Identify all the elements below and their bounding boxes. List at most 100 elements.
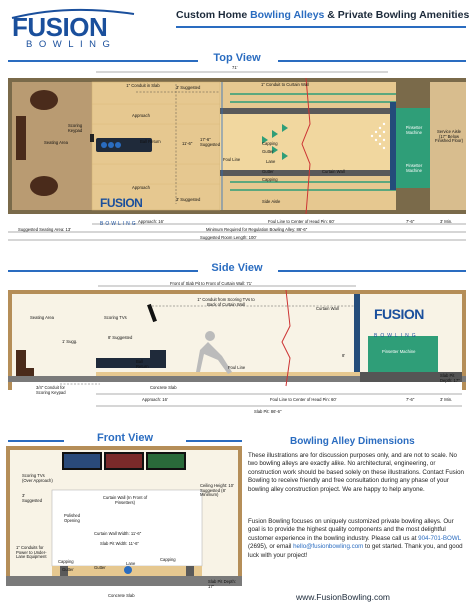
- title-highlight: Bowling Alleys: [250, 9, 325, 21]
- tv-capping: Capping: [262, 141, 278, 146]
- tv-dim-pin: 7'-6": [406, 219, 415, 224]
- tv-approach: Approach: [132, 113, 150, 118]
- logo: FUSION BOWLING: [8, 6, 138, 50]
- tv-dim-room: Suggested Room Length: 100': [200, 235, 257, 240]
- sv-dim-slab-pit: Slab Pit: 86'-6": [254, 409, 282, 414]
- top-view-rule-left: [8, 60, 198, 62]
- fv-slab-pit-depth: Slab Pit Depth: 17": [208, 579, 236, 589]
- tv-width-right: 17'-6" Suggested: [200, 137, 221, 147]
- sv-conduit-brain: 1" Conduit from Scoring TVs to Back of C…: [197, 297, 255, 307]
- tv-foul-line: Foul Line: [223, 157, 241, 162]
- side-view-title: Side View: [211, 262, 263, 274]
- tv-conduit-slab: 1" Conduit in Slab: [126, 83, 160, 88]
- tv-width-left: 11'-6": [182, 141, 193, 146]
- fv-ceiling-height: Ceiling Height: 10' Suggested (8' Minimu…: [200, 483, 234, 498]
- tv-dim-approach: Approach: 16': [138, 219, 164, 224]
- tv-conduit-curtain: 1" Conduit to Curtain Wall: [261, 82, 309, 87]
- title-part2: & Private Bowling Amenities: [324, 9, 470, 21]
- tv-capping2: Capping: [262, 177, 278, 182]
- email-link[interactable]: hello@fusionbowling.com: [293, 543, 364, 551]
- tv-logo-sub: BOWLING: [100, 221, 138, 227]
- sv-dim-min3: 3' Min.: [440, 397, 453, 402]
- phone-link[interactable]: 904-701-BOWL: [418, 534, 461, 542]
- page-title: Custom Home Bowling Alleys & Private Bow…: [176, 9, 469, 21]
- sv-ball-return: Ball Return: [136, 359, 149, 369]
- front-view-drawing: [6, 446, 242, 586]
- fv-slab-pit-width: Slab Pit Width: 11'-6": [100, 541, 139, 546]
- sv-dim-pin: 7'-6": [406, 397, 415, 402]
- sv-seating-area: Seating Area: [30, 315, 54, 320]
- sv-suggested-8: 8' Suggested: [108, 335, 133, 340]
- side-view-drawing: [8, 285, 466, 407]
- fv-scoring-tvs: Scoring TVs (Over Approach): [22, 473, 53, 483]
- tv-scoring-keypad: Scoring Keypad: [68, 123, 83, 133]
- side-view-rule-left: [8, 270, 198, 272]
- logo-swoosh-icon: [11, 8, 135, 19]
- tv-overall-width: 71': [232, 65, 238, 70]
- sv-dim-approach: Approach: 16': [142, 397, 168, 402]
- tv-curtain-wall: Curtain Wall: [322, 169, 345, 174]
- fv-polished-opening: Polished Opening: [64, 513, 81, 523]
- tv-seating-area: Seating Area: [44, 140, 68, 145]
- sv-foul-line: Foul Line: [228, 365, 246, 370]
- tv-pinsetter2: Pinsetter Machine: [405, 163, 423, 173]
- para2-a: Fusion Bowling focuses on uniquely custo…: [248, 518, 454, 542]
- logo-word: FUSION: [12, 12, 108, 42]
- sv-logo: FUSION BOWLING: [374, 306, 454, 342]
- fv-curtain-wall-width: Curtain Wall Width: 11'-6": [94, 531, 142, 536]
- top-view-drawing: [8, 71, 466, 241]
- tv-dim-seating: Suggested Seating Area: 13': [18, 227, 71, 232]
- sv-height-8: 8': [342, 353, 346, 358]
- fv-concrete-slab: Concrete Slab: [108, 593, 135, 598]
- sv-logo-sub: BOWLING: [374, 333, 419, 339]
- fv-capping-r: Capping: [160, 557, 176, 562]
- dimensions-title: Bowling Alley Dimensions: [290, 436, 415, 447]
- front-view-rule-right: [186, 440, 242, 442]
- sv-conduit-keypad: 3/4" Conduit for Scoring Keypad: [36, 385, 66, 395]
- fv-conduits-power: 1" Conduits for Power to Under-Lane Equi…: [16, 545, 47, 560]
- sv-scoring-tvs: Scoring TVs: [104, 315, 127, 320]
- tv-ball-return: Ball Return: [140, 139, 161, 144]
- tv-pinsetter1: Pinsetter Machine: [405, 125, 423, 135]
- tv-dim-min-required: Minimum Required for Regulation Bowling …: [206, 227, 308, 232]
- tv-gutter: Gutter: [262, 149, 274, 154]
- fv-capping-l: Capping: [58, 559, 74, 564]
- sv-pinsetter: Pinsetter Machine: [382, 349, 416, 354]
- front-view-title: Front View: [96, 432, 154, 444]
- logo-subword: BOWLING: [26, 39, 117, 50]
- sv-concrete-slab: Concrete Slab: [150, 385, 177, 390]
- para2-b: (2695), or email: [248, 543, 294, 551]
- top-view-rule-right: [278, 60, 466, 62]
- top-view-title: Top View: [213, 52, 261, 64]
- tv-approach-bottom: Approach: [132, 185, 150, 190]
- tv-dim-min3: 3' Min.: [440, 219, 453, 224]
- fv-gutter-r: Gutter: [94, 565, 106, 570]
- tv-dim-foul-head: Foul Line to Center of Head Pin: 60': [268, 219, 335, 224]
- header-rule: [176, 26, 466, 28]
- fv-suggested-3: 3' Suggested: [22, 493, 43, 503]
- dimensions-para1: These illustrations are for discussion p…: [248, 452, 464, 493]
- para2-c: to get started. Thank you, and good luck…: [248, 543, 463, 559]
- sv-slab-pit: Slab Pit Depth: 17": [440, 373, 460, 383]
- tv-logo-word: FUSION: [100, 196, 143, 210]
- website-link[interactable]: www.FusionBowling.com: [296, 592, 391, 602]
- sv-dim-foul-head: Foul Line to Center of Head Pin: 60': [270, 397, 337, 402]
- fv-lane: Lane: [126, 561, 136, 566]
- fv-curtain-wall: Curtain Wall (In Front of Pinsetters): [102, 495, 148, 505]
- front-view-rule: [8, 440, 64, 442]
- title-part1: Custom Home: [176, 9, 251, 21]
- tv-suggested-3b: 3' Suggested: [176, 197, 201, 202]
- tv-lane: Lane: [266, 159, 276, 164]
- tv-logo: FUSION BOWLING: [100, 194, 170, 227]
- tv-side-aisle: Side Aisle: [262, 199, 281, 204]
- tv-suggested-3a: 3' Suggested: [176, 85, 201, 90]
- sv-logo-word: FUSION: [374, 306, 424, 322]
- sv-front-slab-pit: Front of Slab Pit to Front of Curtain Wa…: [170, 281, 252, 286]
- sv-curtain-wall: Curtain Wall: [316, 306, 339, 311]
- fv-gutter-l: Gutter: [62, 567, 74, 572]
- tv-gutter2: Gutter: [262, 169, 274, 174]
- sv-suggested-1: 1' Sugg.: [62, 339, 78, 344]
- tv-service-aisle: Service Aisle (17" Below Finished Floor): [435, 129, 463, 144]
- dimensions-para2: Fusion Bowling focuses on uniquely custo…: [248, 518, 466, 560]
- side-view-rule-right: [278, 270, 466, 272]
